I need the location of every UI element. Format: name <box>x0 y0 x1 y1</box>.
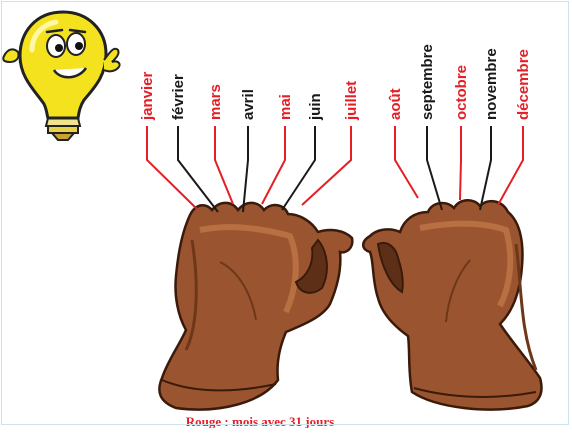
month-pointer-line-4 <box>262 126 285 204</box>
month-pointer-line-7 <box>395 126 418 198</box>
month-label-11: décembre <box>515 49 532 120</box>
month-label-7: août <box>387 88 404 120</box>
left-fist-illustration <box>159 203 352 410</box>
month-label-0: janvier <box>139 71 156 121</box>
month-pointer-line-3 <box>243 126 248 212</box>
month-pointer-line-11 <box>498 126 523 205</box>
month-label-6: juillet <box>343 81 360 121</box>
month-label-5: juin <box>307 93 324 121</box>
month-pointer-line-0 <box>147 126 197 209</box>
month-pointer-line-2 <box>215 126 233 204</box>
month-pointer-line-8 <box>427 126 442 210</box>
month-pointer-line-6 <box>302 126 351 205</box>
month-pointer-line-10 <box>480 126 491 210</box>
caption-text: Rouge : mois avec 31 jours <box>186 414 334 428</box>
month-label-2: mars <box>207 84 224 120</box>
month-label-8: septembre <box>419 44 436 120</box>
lightbulb-mascot-icon <box>3 12 119 140</box>
month-label-3: avril <box>240 89 257 120</box>
month-label-1: février <box>170 74 187 120</box>
month-label-10: novembre <box>483 48 500 120</box>
right-fist-illustration <box>363 200 541 409</box>
month-label-9: octobre <box>453 65 470 120</box>
month-pointer-line-1 <box>178 126 218 212</box>
month-label-4: mai <box>277 94 294 120</box>
month-pointer-line-9 <box>460 126 461 200</box>
